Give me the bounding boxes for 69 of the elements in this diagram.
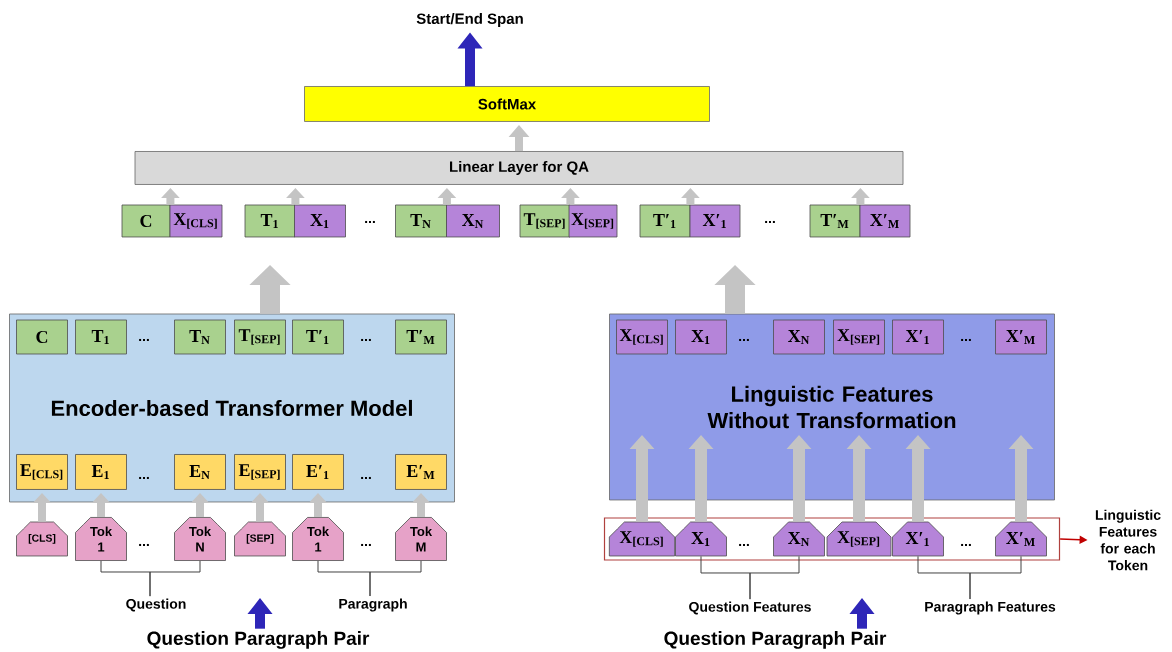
token-cell: X′$_{M}$	[859, 204, 911, 238]
ellipsis: ...	[739, 543, 749, 547]
text-label: Linguistic Features for each Token	[1095, 509, 1161, 571]
token-cell: T$_{N}$	[395, 204, 447, 238]
token-cell: T$_{1}$	[244, 204, 296, 238]
token-tag: Tok 1	[292, 517, 344, 561]
connector-line	[369, 560, 422, 597]
embedding-cell: E$_{N}$	[174, 454, 226, 490]
ellipsis: ...	[961, 338, 971, 342]
token-cell: T′$_{1}$	[639, 204, 691, 238]
connector-line	[749, 555, 800, 600]
ellipsis: ...	[139, 543, 149, 547]
feature-tag: X$_{[CLS]}$	[608, 521, 676, 557]
token-cell: X$_{1}$	[294, 204, 346, 238]
token-cell: T′$_{M}$	[395, 319, 447, 355]
feature-tag: X$_{1}$	[675, 521, 727, 557]
feature-tag: X$_{[SEP]}$	[826, 521, 892, 557]
token-tag: Tok 1	[75, 517, 127, 561]
token-cell: T$_{1}$	[75, 319, 127, 355]
token-tag: [SEP]	[234, 521, 286, 557]
token-cell: T′$_{1}$	[292, 319, 344, 355]
text-label: Question Paragraph Pair	[147, 631, 370, 649]
embedding-cell: E$_{1}$	[75, 454, 127, 490]
token-cell: X′$_{1}$	[689, 204, 741, 238]
text-label: Paragraph	[339, 598, 407, 612]
connector-line	[149, 560, 201, 597]
connector-line	[969, 555, 1022, 600]
ellipsis: ...	[361, 338, 371, 342]
token-cell: X′$_{1}$	[892, 319, 944, 355]
token-cell: X′$_{M}$	[995, 319, 1047, 355]
embedding-cell: E$_{[SEP]}$	[234, 454, 286, 490]
token-cell: X$_{[SEP]}$	[568, 204, 618, 238]
ellipsis: ...	[361, 543, 371, 547]
feature-tag: X$_{N}$	[773, 521, 825, 557]
token-cell: X$_{N}$	[773, 319, 825, 355]
token-cell: X$_{[CLS]}$	[169, 204, 223, 238]
softmax-layer: SoftMax	[304, 86, 710, 122]
token-cell: T$_{[SEP]}$	[234, 319, 286, 355]
token-tag: Tok N	[174, 517, 226, 561]
ellipsis: ...	[765, 220, 775, 224]
token-cell: X$_{1}$	[675, 319, 727, 355]
text-label: Question	[126, 598, 186, 612]
token-tag: Tok M	[395, 517, 447, 561]
text-label: Question Features	[689, 601, 811, 615]
token-cell: X$_{[CLS]}$	[616, 319, 668, 355]
text-label: Question Paragraph Pair	[664, 631, 887, 649]
embedding-cell: E$_{[CLS]}$	[16, 454, 68, 490]
feature-tag: X′$_{M}$	[995, 521, 1047, 557]
token-tag: [CLS]	[16, 521, 68, 557]
ellipsis: ...	[365, 220, 375, 224]
token-cell: X$_{[SEP]}$	[833, 319, 885, 355]
token-cell: C	[121, 204, 171, 238]
token-cell: X$_{N}$	[446, 204, 500, 238]
linear-layer: Linear Layer for QA	[134, 151, 904, 185]
ellipsis: ...	[739, 338, 749, 342]
token-cell: C	[16, 319, 68, 355]
token-cell: T$_{[SEP]}$	[519, 204, 571, 238]
ellipsis: ...	[961, 543, 971, 547]
ellipsis: ...	[139, 476, 149, 480]
text-label: Paragraph Features	[925, 601, 1056, 615]
token-cell: T′$_{M}$	[809, 204, 861, 238]
token-cell: T$_{N}$	[174, 319, 226, 355]
feature-tag: X′$_{1}$	[892, 521, 944, 557]
embedding-cell: E′$_{M}$	[395, 454, 447, 490]
feature-row-box	[603, 517, 1061, 561]
ellipsis: ...	[361, 476, 371, 480]
ellipsis: ...	[139, 338, 149, 342]
text-label: Start/End Span	[416, 13, 523, 27]
embedding-cell: E′$_{1}$	[292, 454, 344, 490]
